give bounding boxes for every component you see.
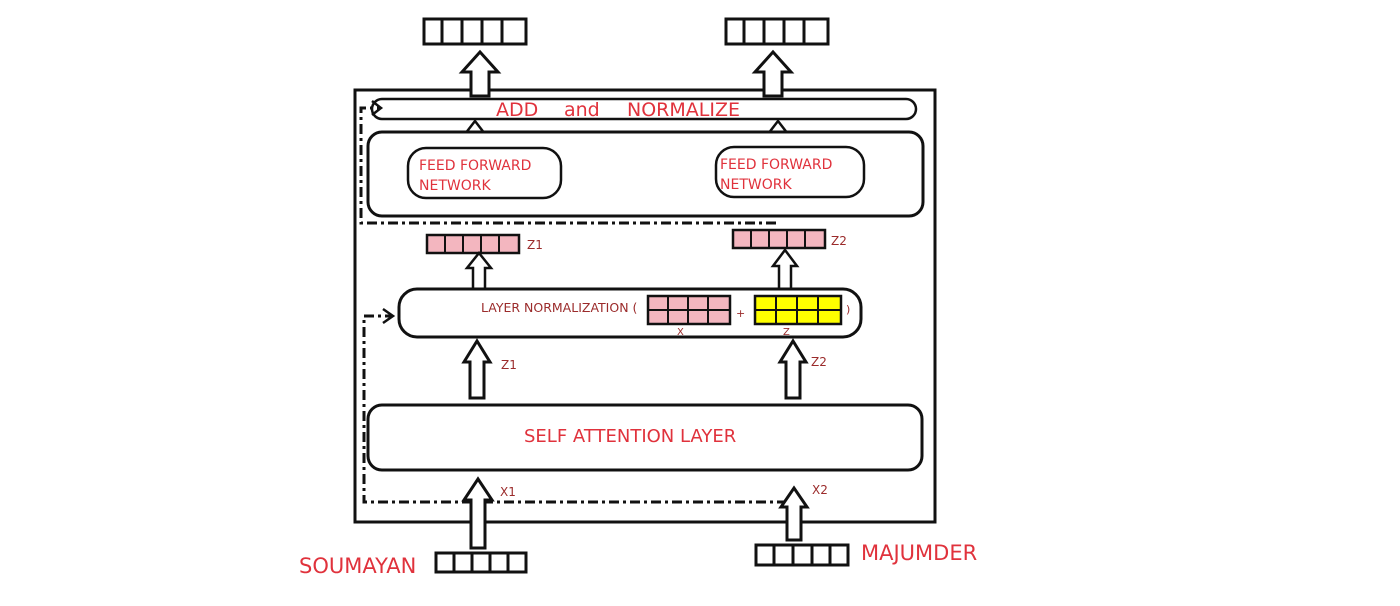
feed-forward-network-left <box>406 146 563 200</box>
layer-norm-x-matrix <box>646 294 732 326</box>
layer-norm-close-paren: ) <box>846 303 850 316</box>
input-vector-right <box>754 543 850 567</box>
z2-output-label: Z2 <box>831 234 847 248</box>
layer-norm-label: LAYER NORMALIZATION ( <box>481 300 637 315</box>
residual-lower-arrowhead <box>382 307 396 325</box>
output-vector-left <box>422 17 528 46</box>
output-vector-right <box>724 17 830 46</box>
layer-norm-arrow-left <box>464 250 494 292</box>
layer-norm-z-matrix <box>753 294 843 326</box>
layer-norm-z-label: Z <box>783 327 790 338</box>
self-attention-arrow-left <box>461 338 493 400</box>
z1-output-vector <box>425 233 521 255</box>
z1-output-label: Z1 <box>527 238 543 252</box>
input-arrow-right <box>778 485 810 542</box>
input-word-right: MAJUMDER <box>861 541 977 565</box>
add-normalize-text-3: NORMALIZE <box>627 99 740 121</box>
self-attention-arrow-right <box>777 338 809 400</box>
layer-normalization-block <box>397 287 863 339</box>
input-word-left: SOUMAYAN <box>299 554 416 578</box>
ffn-right-line1: FEED FORWARD <box>720 157 832 173</box>
add-normalize-text-2: and <box>564 99 600 121</box>
z2-output-vector <box>731 228 827 250</box>
residual-connection-lower <box>362 314 787 504</box>
residual-upper-arrowhead <box>371 100 384 116</box>
layer-norm-arrow-right <box>770 247 800 292</box>
input-arrow-left <box>461 476 495 550</box>
output-arrow-right <box>751 49 795 98</box>
self-attention-label: SELF ATTENTION LAYER <box>524 426 736 447</box>
encoder-frame <box>353 88 937 524</box>
layer-norm-x-label: X <box>677 327 684 338</box>
add-normalize-text-1: ADD <box>496 99 538 121</box>
ffn-left-line1: FEED FORWARD <box>419 158 531 174</box>
ffn-left-line2: NETWORK <box>419 178 491 194</box>
x1-label: X1 <box>500 485 516 499</box>
layer-norm-plus: + <box>736 307 745 320</box>
z1-input-label: Z1 <box>501 358 517 372</box>
self-attention-layer <box>366 403 924 472</box>
input-vector-left <box>434 551 528 574</box>
residual-connection-upper <box>359 106 776 225</box>
feed-forward-network-right <box>714 145 866 199</box>
z2-input-label: Z2 <box>811 355 827 369</box>
output-arrow-left <box>458 49 502 98</box>
ffn-right-line2: NETWORK <box>720 177 792 193</box>
x2-label: X2 <box>812 483 828 497</box>
